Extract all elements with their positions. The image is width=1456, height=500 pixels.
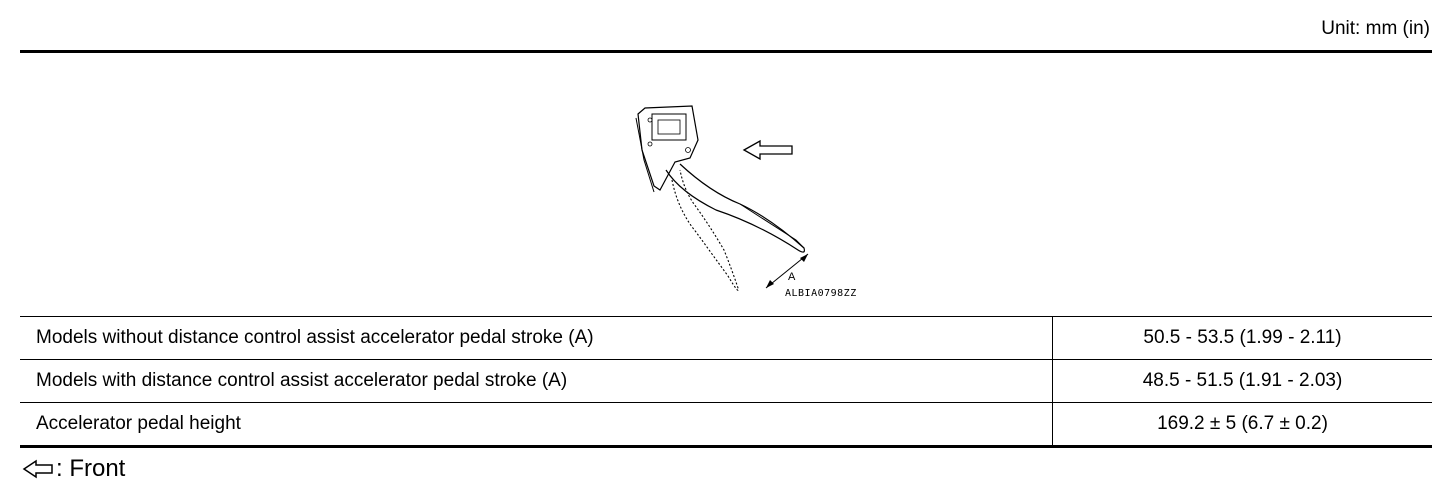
- dimension-arrowhead: [800, 254, 808, 262]
- spec-value: 48.5 - 51.5 (1.91 - 2.03): [1052, 359, 1432, 403]
- spec-value: 169.2 ± 5 (6.7 ± 0.2): [1052, 402, 1432, 448]
- pedal-arm: [665, 163, 805, 253]
- legend: : Front: [22, 455, 125, 483]
- dimension-line-a: [765, 253, 809, 289]
- dimension-label-a: A: [788, 271, 796, 283]
- spec-item: Models with distance control assist acce…: [20, 359, 1053, 403]
- spec-table: Models without distance control assist a…: [20, 316, 1432, 448]
- legend-text: : Front: [56, 455, 126, 482]
- pedal-pad: [739, 203, 805, 249]
- accelerator-pedal-illustration: A: [635, 105, 809, 291]
- spec-item: Accelerator pedal height: [20, 402, 1053, 448]
- table-row: Models with distance control assist acce…: [20, 359, 1432, 403]
- top-rule: [20, 50, 1432, 53]
- pedal-bracket: [637, 105, 699, 191]
- front-arrow-icon: [742, 139, 793, 161]
- bracket-hole: [647, 141, 653, 147]
- table-row: Models without distance control assist a…: [20, 316, 1432, 360]
- bracket-hole: [647, 117, 653, 123]
- bracket-inner: [657, 119, 681, 135]
- table-row: Accelerator pedal height 169.2 ± 5 (6.7 …: [20, 402, 1432, 448]
- left-arrow-icon: [22, 459, 53, 479]
- figure-code: ALBIA0798ZZ: [785, 288, 857, 299]
- spec-item: Models without distance control assist a…: [20, 316, 1053, 360]
- bracket-hole: [685, 147, 691, 153]
- pedal-arm-depressed: [671, 169, 739, 291]
- unit-label: Unit: mm (in): [1321, 18, 1430, 39]
- bracket-plate: [651, 113, 687, 141]
- pedal-figure: A: [620, 100, 890, 310]
- dimension-arrowhead: [766, 280, 774, 288]
- pedal-bracket-edge: [635, 117, 655, 193]
- spec-value: 50.5 - 53.5 (1.99 - 2.11): [1052, 316, 1432, 360]
